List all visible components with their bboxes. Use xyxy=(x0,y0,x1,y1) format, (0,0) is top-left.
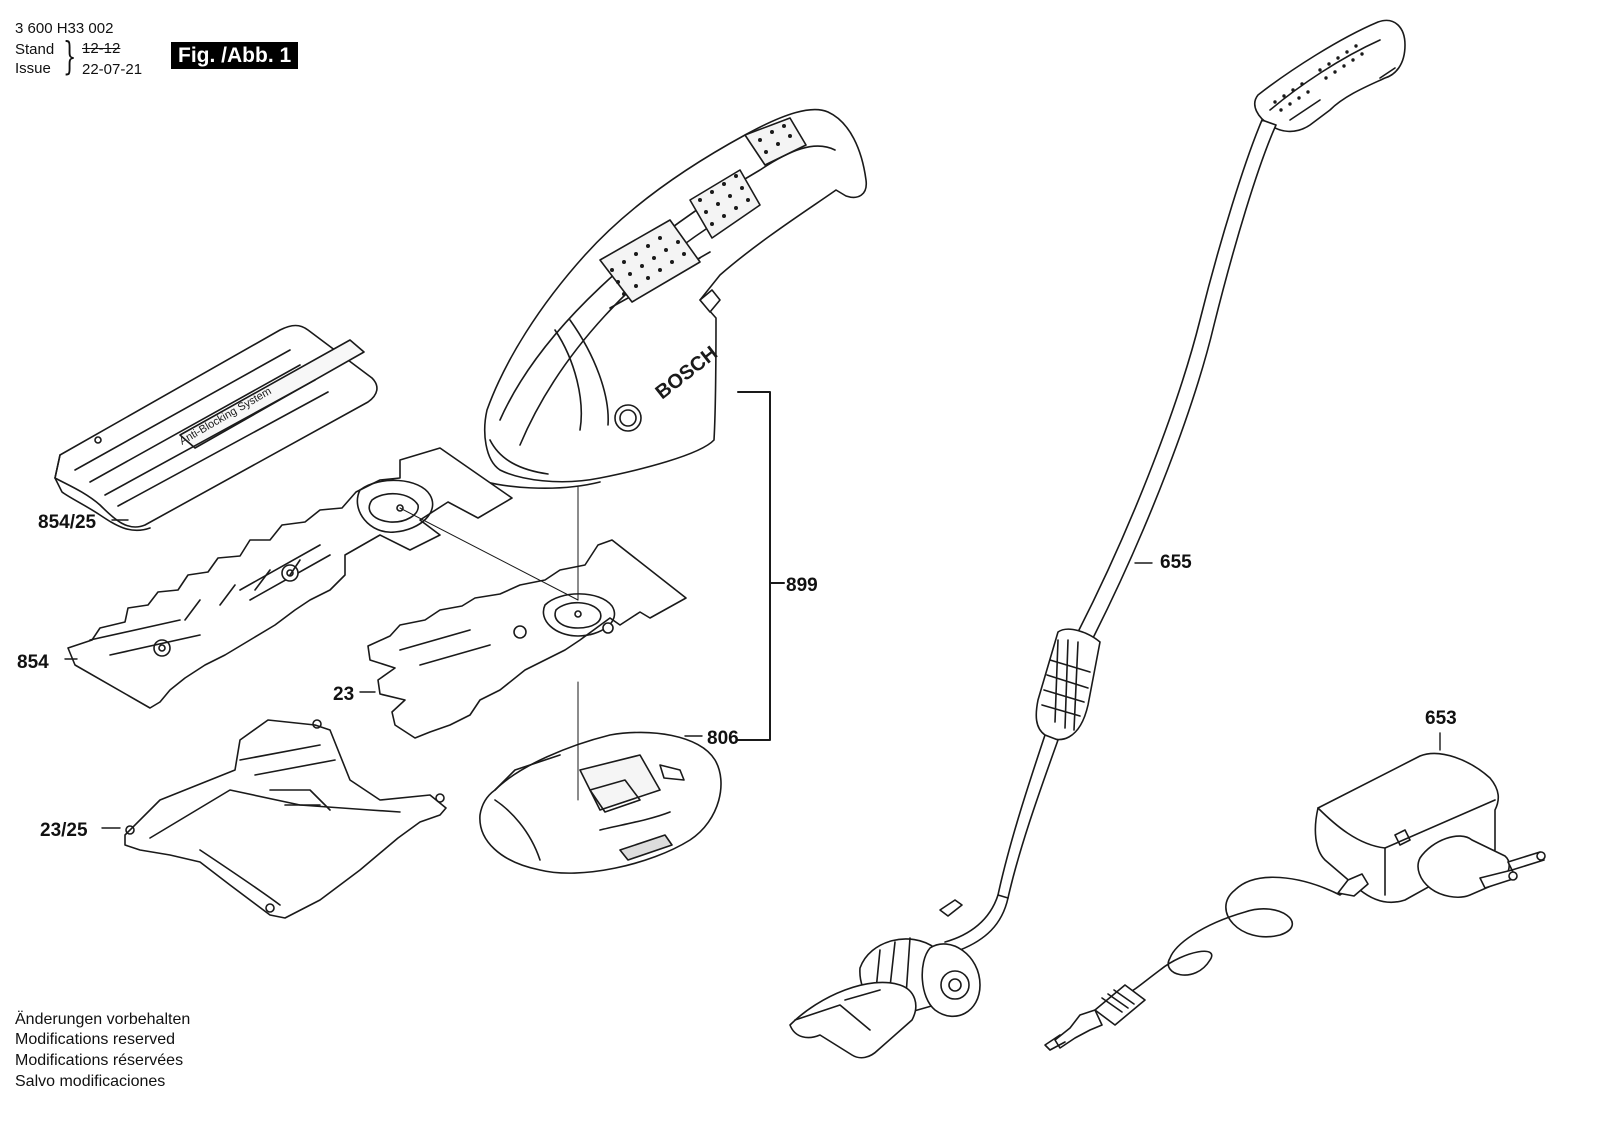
stand-value: 12-12 xyxy=(82,40,121,57)
part-label-655: 655 xyxy=(1160,552,1192,573)
part-label-899: 899 xyxy=(786,575,818,596)
part-label-854-25: 854/25 xyxy=(38,512,97,533)
document-number: 3 600 H33 002 xyxy=(15,20,114,37)
grip-dots xyxy=(610,124,792,296)
footer-note-de: Änderungen vorbehalten xyxy=(15,1011,191,1028)
shear-body xyxy=(464,108,868,489)
blade-guard xyxy=(124,719,447,919)
part-label-854: 854 xyxy=(17,652,49,673)
part-label-806: 806 xyxy=(707,728,739,749)
handle-grip-dots xyxy=(1273,44,1364,112)
gear-housing xyxy=(479,731,722,874)
bracket-899 xyxy=(737,391,785,741)
upper-blade xyxy=(67,447,513,709)
part-label-23: 23 xyxy=(333,684,355,705)
brace-symbol: } xyxy=(63,34,77,78)
bosch-logo-icon xyxy=(614,404,642,432)
footer-note-fr: Modifications réservées xyxy=(15,1052,184,1069)
figure-label: Fig. /Abb. 1 xyxy=(171,42,299,69)
leader-lines xyxy=(64,519,1441,829)
issue-date: 22-07-21 xyxy=(82,61,143,78)
part-label-653: 653 xyxy=(1425,708,1457,729)
lower-blade xyxy=(367,539,687,739)
telescopic-handle xyxy=(789,19,1406,1059)
stand-label: Stand xyxy=(15,41,55,58)
blade-cover xyxy=(54,324,378,532)
issue-label: Issue xyxy=(15,60,51,77)
part-label-23-25: 23/25 xyxy=(40,820,88,841)
footer-note-es: Salvo modificaciones xyxy=(15,1073,166,1090)
footer-note-en: Modifications reserved xyxy=(15,1031,176,1048)
assembly-guide-lines xyxy=(399,486,579,801)
charger xyxy=(1044,752,1546,1051)
